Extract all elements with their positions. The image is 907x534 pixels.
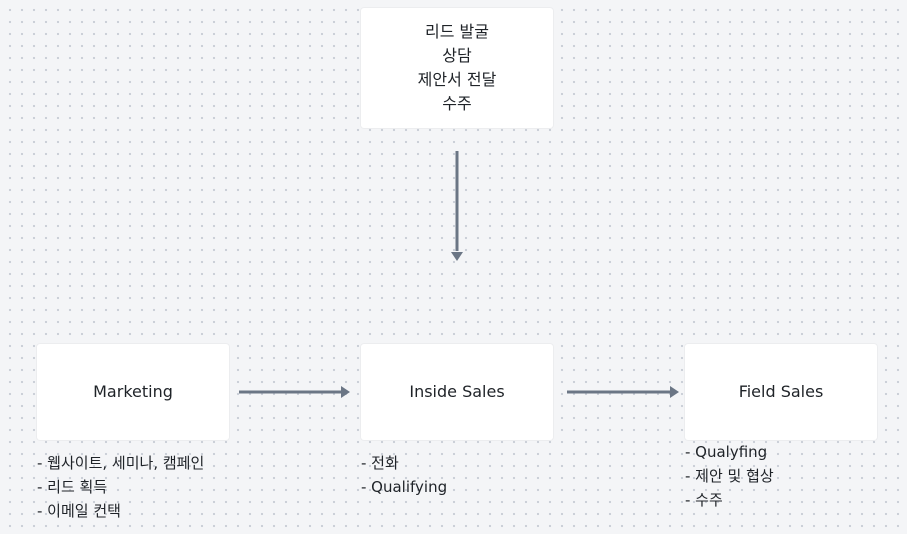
field-sales-note: - Qualyfing — [685, 443, 768, 461]
arrow-down-head — [451, 252, 463, 261]
field-sales-notes: - Qualyfing - 제안 및 협상 - 수주 — [685, 440, 774, 512]
sales-process-lines: 리드 발굴 상담 제안서 전달 수주 — [418, 20, 497, 116]
marketing-box[interactable]: Marketing — [37, 344, 229, 440]
inside-sales-label: Inside Sales — [409, 382, 505, 401]
marketing-label: Marketing — [93, 382, 173, 401]
arrow-down — [451, 151, 463, 261]
marketing-note: - 웹사이트, 세미나, 캠페인 — [37, 454, 205, 472]
marketing-note: - 리드 획득 — [37, 478, 108, 496]
arrow-marketing-to-inside — [239, 386, 350, 398]
inside-sales-note: - Qualifying — [361, 478, 448, 496]
process-step-proposal: 제안서 전달 — [417, 70, 497, 89]
inside-sales-notes: - 전화 - Qualifying — [361, 451, 447, 499]
process-step-consultation: 상담 — [442, 46, 472, 65]
arrow-right-head — [341, 386, 350, 398]
process-step-lead-discovery: 리드 발굴 — [425, 22, 489, 41]
process-step-order: 수주 — [442, 94, 472, 113]
field-sales-note: - 제안 및 협상 — [685, 467, 774, 485]
arrow-inside-to-field — [567, 386, 679, 398]
field-sales-box[interactable]: Field Sales — [685, 344, 877, 440]
arrow-right-head — [670, 386, 679, 398]
inside-sales-box[interactable]: Inside Sales — [361, 344, 553, 440]
inside-sales-note: - 전화 — [361, 454, 399, 472]
field-sales-label: Field Sales — [738, 382, 824, 401]
marketing-note: - 이메일 컨택 — [37, 502, 121, 520]
field-sales-note: - 수주 — [685, 491, 723, 509]
sales-process-box[interactable]: 리드 발굴 상담 제안서 전달 수주 — [361, 8, 553, 128]
marketing-notes: - 웹사이트, 세미나, 캠페인 - 리드 획득 - 이메일 컨택 — [37, 451, 204, 523]
